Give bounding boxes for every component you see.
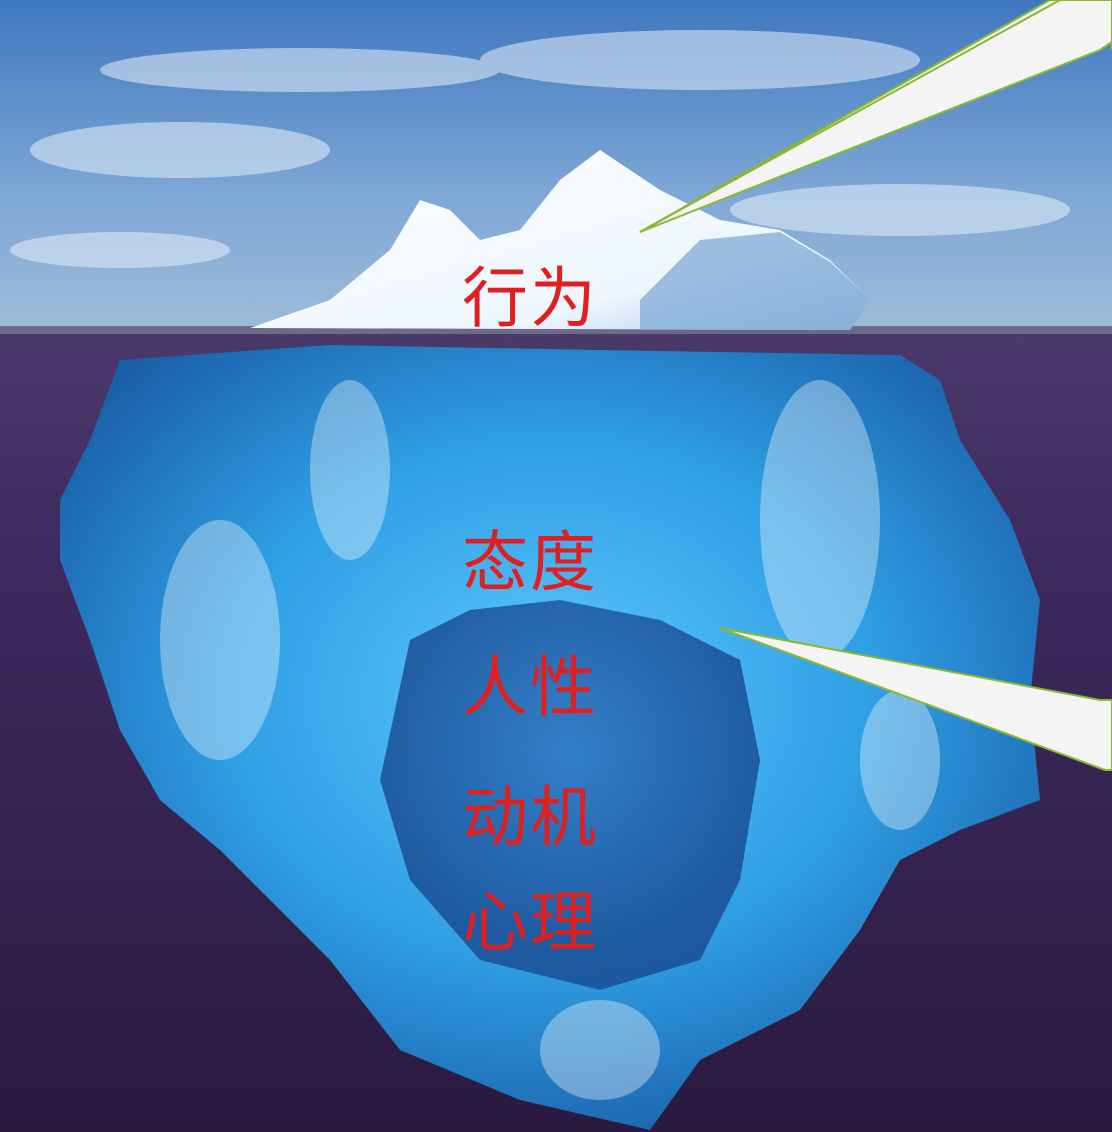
iceberg-peak-shadow <box>640 232 870 330</box>
label-attitude: 态度 <box>462 524 598 601</box>
label-behavior: 行为 <box>462 260 598 337</box>
clouds <box>10 30 1070 268</box>
callout-bottom <box>719 627 1112 771</box>
label-motive: 动机 <box>462 779 598 856</box>
ice-highlights <box>160 380 940 1100</box>
waterline <box>0 326 1112 334</box>
iceberg-inner-shadow <box>380 600 760 990</box>
label-nature: 人性 <box>462 649 598 726</box>
label-psychology: 心理 <box>462 884 598 961</box>
callout-top-fill <box>639 0 1112 233</box>
